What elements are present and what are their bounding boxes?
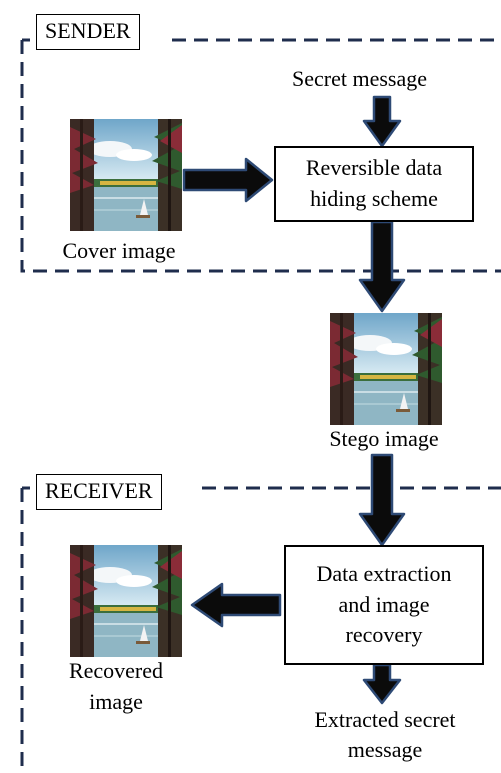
secret-to-rdh-arrow	[362, 95, 402, 148]
extraction-recovery-box: Data extraction and image recovery	[284, 545, 484, 665]
recovered-image-label: Recovered image	[68, 658, 164, 714]
cover-image	[70, 119, 182, 231]
sender-label: SENDER	[36, 14, 140, 50]
sender-region-border	[20, 38, 501, 273]
extraction-to-output-arrow	[362, 663, 402, 705]
secret-message-label: Secret message	[292, 66, 427, 91]
cover-to-rdh-arrow	[182, 157, 274, 203]
recovered-image	[70, 545, 182, 657]
stego-to-extraction-arrow	[358, 453, 406, 547]
stego-image	[330, 313, 442, 425]
stego-image-label: Stego image	[329, 426, 439, 451]
extracted-message-label: Extracted secret message	[314, 707, 456, 762]
extraction-to-recovered-arrow	[190, 582, 282, 628]
rdh-to-stego-arrow	[358, 220, 406, 313]
receiver-region-border	[20, 486, 501, 773]
receiver-label: RECEIVER	[36, 474, 162, 510]
cover-image-label: Cover image	[62, 238, 176, 263]
rdh-scheme-box: Reversible data hiding scheme	[274, 146, 474, 222]
